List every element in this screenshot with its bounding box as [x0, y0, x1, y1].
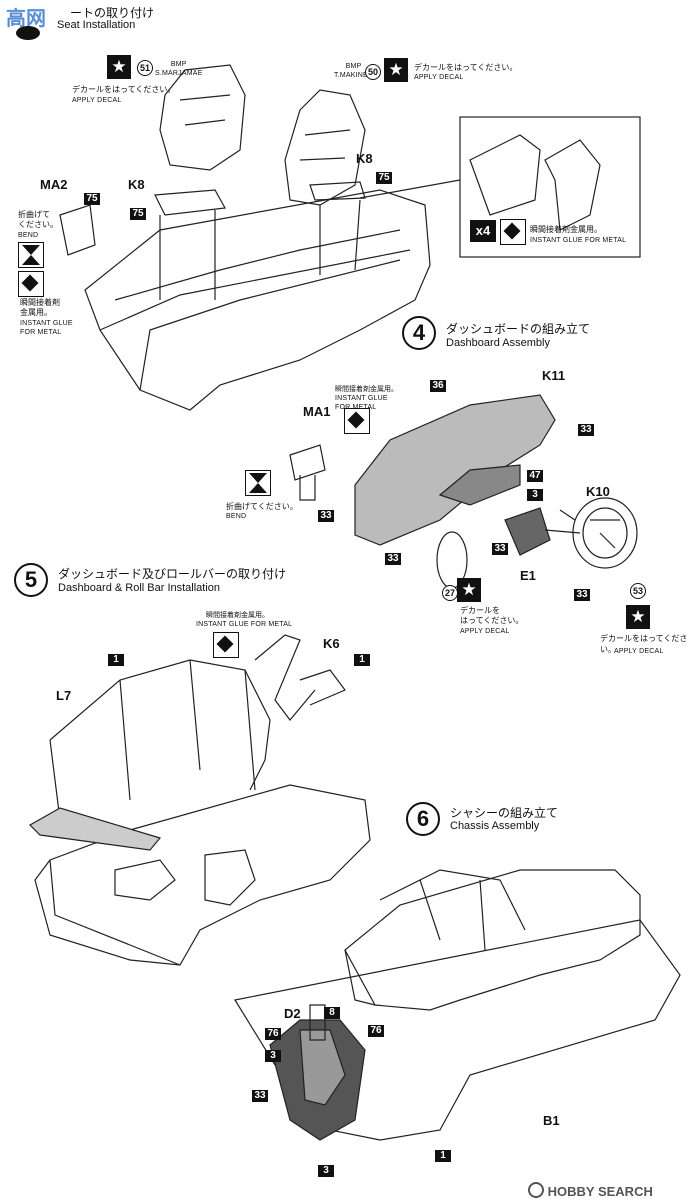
glue-note-en-line1: INSTANT GLUE [20, 320, 73, 327]
glue-note-jp: 瞬間接着剤 金属用。 [20, 298, 60, 318]
bend-note-jp: 折曲げてください。 [226, 502, 298, 511]
part-label-b1: B1 [543, 1113, 560, 1128]
hobbysearch-logo-icon [528, 1182, 544, 1198]
glue-note-en: INSTANT GLUE FOR METAL [196, 621, 293, 628]
bend-note-en: BEND [226, 513, 247, 520]
bend-icon [245, 470, 271, 496]
apply-decal-jp: デカールを はってください。 [460, 606, 523, 626]
step6-title-en: Chassis Assembly [450, 820, 540, 832]
watermark-badge-icon [16, 26, 40, 40]
times-four-text: x4 [475, 223, 491, 238]
apply-decal-line2: はってください。 [460, 616, 524, 625]
part-label-k10: K10 [586, 484, 610, 499]
step4-title-en: Dashboard Assembly [446, 337, 550, 349]
part-number-75: 75 [130, 208, 146, 220]
bend-note-jp: 折曲げて ください。 [18, 210, 58, 230]
apply-decal-jp: デカールをはってください。 [72, 85, 176, 94]
part-number-3: 3 [318, 1165, 334, 1177]
seat-decal-brand: BMP [170, 61, 187, 68]
glue-note-jp: 瞬間接着剤金属用。 [530, 225, 602, 234]
apply-decal-en: APPLY DECAL [614, 648, 664, 655]
part-number-3: 3 [265, 1050, 281, 1062]
part-number-3: 3 [527, 489, 543, 501]
part-label-d2: D2 [284, 1006, 301, 1021]
apply-decal-en: APPLY DECAL [414, 74, 464, 81]
footer-brand-text: HOBBY SEARCH [547, 1184, 653, 1199]
part-label-ma2: MA2 [40, 177, 68, 192]
step5-title-en: Dashboard & Roll Bar Installation [58, 582, 221, 594]
decal-number-53: 53 [630, 583, 646, 599]
bend-icon [18, 242, 44, 268]
apply-decal-en: APPLY DECAL [460, 628, 510, 635]
part-label-ma1: MA1 [303, 404, 331, 419]
step3-title-jp: ートの取り付け [70, 6, 155, 20]
glue-note-line1: 瞬間接着剤 [20, 298, 60, 307]
seat-decal-name: T.MAKINEN [334, 72, 374, 79]
part-number-1: 1 [108, 654, 124, 666]
bend-note-line1: 折曲げて [18, 210, 50, 219]
glue-note-en-line2: FOR METAL [20, 329, 62, 336]
seat-decal-name: S.MARJAMAE [155, 70, 203, 77]
step-number-5: 5 [14, 563, 48, 597]
part-label-l7: L7 [56, 688, 72, 703]
seat-decal-right: BMP T.MAKINEN [334, 62, 373, 80]
seat-decal-brand: BMP [345, 63, 362, 70]
step-number-6: 6 [406, 802, 440, 836]
part-number-1: 1 [435, 1150, 451, 1162]
part-number-76: 76 [368, 1025, 384, 1037]
times-four-badge: x4 [470, 220, 496, 242]
part-label-k11: K11 [542, 368, 566, 383]
part-number-33: 33 [578, 424, 594, 436]
step6-title-jp: シャシーの組み立て [450, 806, 559, 820]
part-number-33: 33 [574, 589, 590, 601]
part-number-8: 8 [324, 1007, 340, 1019]
part-number-1: 1 [354, 654, 370, 666]
step3-title-en: Seat Installation [57, 19, 136, 31]
part-number-75: 75 [376, 172, 392, 184]
glue-note-en-line1: INSTANT GLUE [335, 395, 388, 402]
decal-number-27: 27 [442, 585, 458, 601]
part-number-33: 33 [492, 543, 508, 555]
glue-note-jp: 瞬間接着剤金属用。 [335, 385, 398, 393]
part-number-76: 76 [265, 1028, 281, 1040]
glue-diamond-icon [500, 219, 526, 245]
bend-note-line2: ください。 [18, 220, 58, 229]
part-number-33: 33 [318, 510, 334, 522]
glue-note-en: INSTANT GLUE FOR METAL [20, 319, 73, 337]
glue-note-jp: 瞬間接着剤金属用。 [206, 611, 269, 619]
glue-diamond-icon [18, 271, 44, 297]
part-number-36: 36 [430, 380, 446, 392]
step4-title-jp: ダッシュボードの組み立て [446, 322, 591, 336]
decal-number-51: 51 [137, 60, 153, 76]
part-label-k8: K8 [128, 177, 145, 192]
watermark-logo: 高网 [2, 2, 72, 40]
seat-decal-left: BMP S.MARJAMAE [155, 60, 203, 78]
decal-star-icon: ★ [384, 58, 408, 82]
decal-star-icon: ★ [457, 578, 481, 602]
bend-note-en: BEND [18, 232, 39, 239]
glue-diamond-icon [213, 632, 239, 658]
part-number-33: 33 [252, 1090, 268, 1102]
step5-title-jp: ダッシュボード及びロールバーの取り付け [58, 567, 287, 581]
apply-decal-en: APPLY DECAL [72, 97, 122, 104]
apply-decal-jp: デカールをはってください。 [414, 63, 518, 72]
part-number-33: 33 [385, 553, 401, 565]
part-label-e1: E1 [520, 568, 536, 583]
part-number-47: 47 [527, 470, 543, 482]
apply-decal-line1: デカールを [460, 606, 500, 615]
decal-star-icon: ★ [626, 605, 650, 629]
part-label-k8: K8 [356, 151, 373, 166]
decal-number-50: 50 [365, 64, 381, 80]
apply-decal-jp: デカールをはってください。 [600, 634, 688, 654]
glue-diamond-icon [344, 408, 370, 434]
part-label-k6: K6 [323, 636, 340, 651]
footer-brand: HOBBY SEARCH [528, 1182, 653, 1199]
step-number-4: 4 [402, 316, 436, 350]
decal-star-icon: ★ [107, 55, 131, 79]
glue-note-en: INSTANT GLUE FOR METAL [530, 237, 627, 244]
glue-note-line2: 金属用。 [20, 308, 52, 317]
part-number-75: 75 [84, 193, 100, 205]
